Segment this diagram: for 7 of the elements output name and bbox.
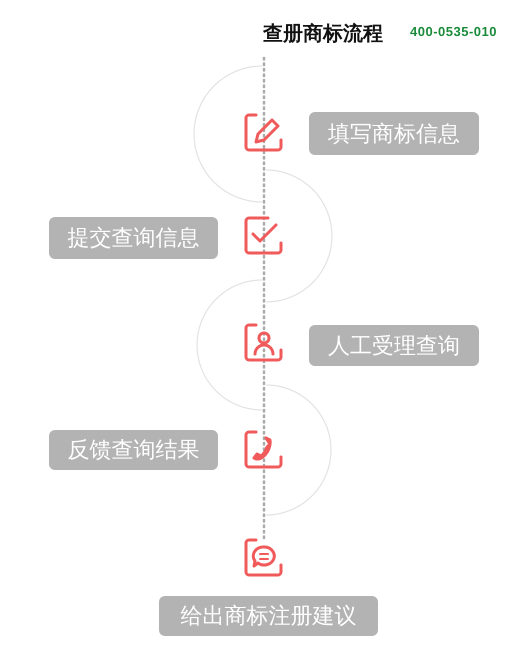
step-box: 给出商标注册建议 bbox=[159, 596, 378, 636]
phone-number: 400-0535-010 bbox=[410, 24, 497, 39]
step-box: 反馈查询结果 bbox=[49, 430, 218, 470]
step-box: 人工受理查询 bbox=[309, 325, 479, 366]
step-box: 提交查询信息 bbox=[49, 217, 218, 259]
title: 查册商标流程 bbox=[263, 20, 383, 47]
step-box: 填写商标信息 bbox=[309, 112, 479, 155]
